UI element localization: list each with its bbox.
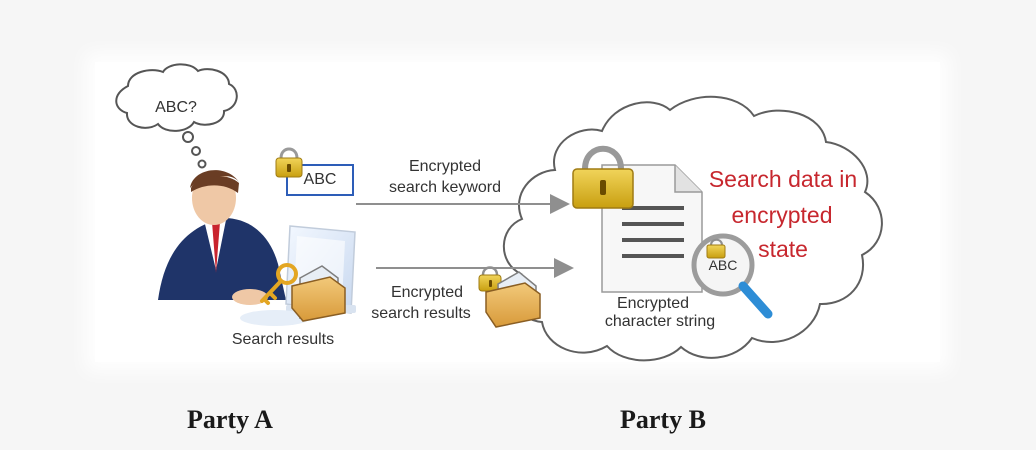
magnifier-icon — [691, 233, 773, 319]
document-caption-line1: Encrypted — [616, 295, 690, 312]
cloud-text-line2: encrypted — [731, 202, 833, 228]
lock-icon — [572, 145, 634, 209]
lock-icon — [275, 147, 303, 178]
left-folder-label: Search results — [231, 331, 335, 348]
party-b-caption: Party B — [620, 405, 706, 434]
arrow-bottom-label-line1: Encrypted — [390, 284, 464, 301]
cloud-text-line3: state — [758, 236, 808, 262]
thought-text: ABC? — [155, 99, 197, 116]
thought-bubble-icon — [115, 63, 238, 169]
arrow-bottom-label-line2: search results — [371, 305, 471, 322]
folder-icon — [485, 271, 541, 328]
arrow-top-label-line1: Encrypted — [408, 158, 482, 175]
folder-icon — [291, 265, 346, 322]
keyword-box-text: ABC — [303, 171, 337, 188]
key-icon — [260, 263, 298, 305]
party-a-caption: Party A — [187, 405, 273, 434]
document-caption-line2: character string — [604, 313, 716, 330]
cloud-text-line1: Search data in — [708, 166, 858, 192]
person-icon — [158, 170, 286, 305]
arrow-top-label-line2: search keyword — [388, 179, 502, 196]
magnifier-text: ABC — [708, 257, 738, 273]
